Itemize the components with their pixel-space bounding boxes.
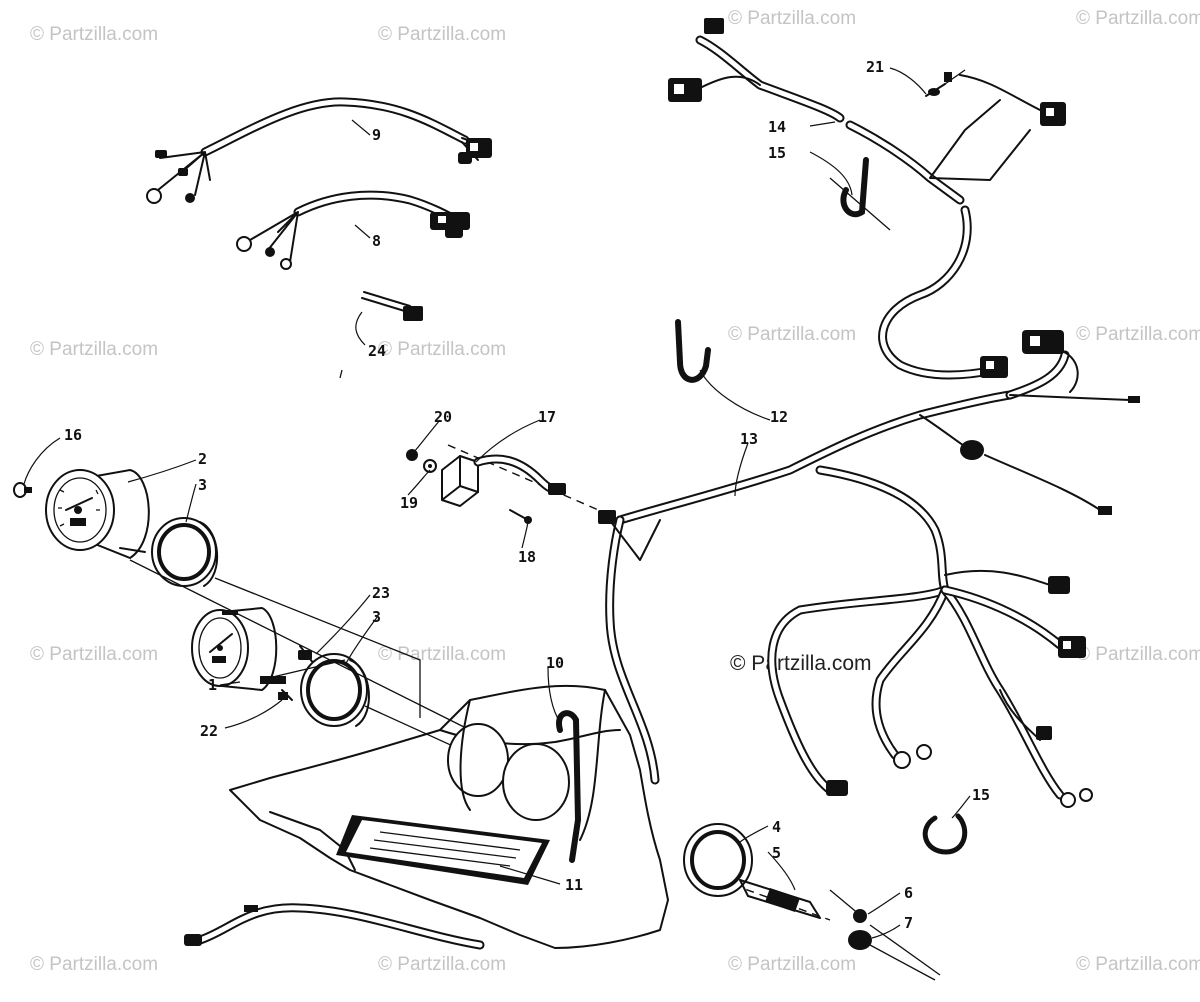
watermark: © Partzilla.com <box>30 954 158 975</box>
part-16-bulb <box>13 482 32 498</box>
part-22-nut <box>278 689 293 701</box>
part-14-harness <box>668 18 1066 205</box>
callout-17: 17 <box>538 408 556 426</box>
callout-24: 24 <box>368 342 386 360</box>
part-24-connector <box>339 291 423 379</box>
part-7-nut <box>848 930 936 981</box>
callout-8: 8 <box>372 232 381 250</box>
callout-15-upper: 15 <box>768 144 786 162</box>
watermark: © Partzilla.com <box>378 24 506 45</box>
part-11-decal <box>336 815 550 885</box>
callout-1: 1 <box>208 676 217 694</box>
watermark: © Partzilla.com <box>30 339 158 360</box>
part-13-main-harness <box>598 205 1140 808</box>
speedo-cable <box>184 903 485 950</box>
watermark: © Partzilla.com <box>728 954 856 975</box>
explosion-lines <box>129 444 941 976</box>
watermark: © Partzilla.com <box>1076 324 1200 345</box>
part-10-clip <box>556 710 582 863</box>
watermark: © Partzilla.com <box>378 644 506 665</box>
callout-10: 10 <box>546 654 564 672</box>
watermark: © Partzilla.com <box>1076 8 1200 29</box>
callout-3-lower: 3 <box>372 608 381 626</box>
callout-6: 6 <box>904 884 913 902</box>
part-15-clip-lower <box>922 813 968 855</box>
part-15-clip-upper <box>829 157 891 231</box>
watermark-group: © Partzilla.com © Partzilla.com © Partzi… <box>30 8 1200 975</box>
part-8-harness <box>236 190 470 270</box>
callout-13: 13 <box>740 430 758 448</box>
callout-12: 12 <box>770 408 788 426</box>
part-3-bezel-upper <box>151 517 218 587</box>
part-2-gauge <box>45 469 150 559</box>
watermark: © Partzilla.com <box>378 954 506 975</box>
callout-21: 21 <box>866 58 884 76</box>
part-5-switch <box>739 879 821 919</box>
callout-9: 9 <box>372 126 381 144</box>
callout-labels: 9 8 24 16 2 3 23 3 1 22 20 17 19 18 10 1… <box>64 58 990 932</box>
callout-3-upper: 3 <box>198 476 207 494</box>
callout-11: 11 <box>565 876 583 894</box>
part-4-bezel <box>683 823 753 897</box>
watermark: © Partzilla.com <box>728 8 856 29</box>
callout-16: 16 <box>64 426 82 444</box>
part-23-clip <box>298 645 315 665</box>
callout-5: 5 <box>772 844 781 862</box>
part-19-washer <box>423 459 437 473</box>
part-18-screw <box>509 509 532 524</box>
callout-19: 19 <box>400 494 418 512</box>
watermark: © Partzilla.com <box>728 324 856 345</box>
part-6-knob <box>853 909 867 923</box>
watermark: © Partzilla.com <box>30 24 158 45</box>
part-12-hook <box>675 319 711 383</box>
part-1-gauge <box>191 607 286 691</box>
callout-leaders <box>23 67 971 939</box>
callout-14: 14 <box>768 118 786 136</box>
watermark: © Partzilla.com <box>378 339 506 360</box>
callout-15-lower: 15 <box>972 786 990 804</box>
part-20-nut <box>406 449 418 461</box>
watermark-center: © Partzilla.com <box>730 652 872 675</box>
callout-7: 7 <box>904 914 913 932</box>
part-17-switch <box>441 454 566 507</box>
callout-20: 20 <box>434 408 452 426</box>
callout-2: 2 <box>198 450 207 468</box>
callout-18: 18 <box>518 548 536 566</box>
watermark: © Partzilla.com <box>30 644 158 665</box>
watermark: © Partzilla.com <box>1076 644 1200 665</box>
callout-23: 23 <box>372 584 390 602</box>
part-21-fastener <box>925 69 966 97</box>
dash-panel <box>229 684 669 949</box>
callout-22: 22 <box>200 722 218 740</box>
watermark: © Partzilla.com <box>1076 954 1200 975</box>
callout-4: 4 <box>772 818 781 836</box>
part-3-bezel-lower <box>300 653 370 727</box>
part-9-harness <box>146 97 492 204</box>
